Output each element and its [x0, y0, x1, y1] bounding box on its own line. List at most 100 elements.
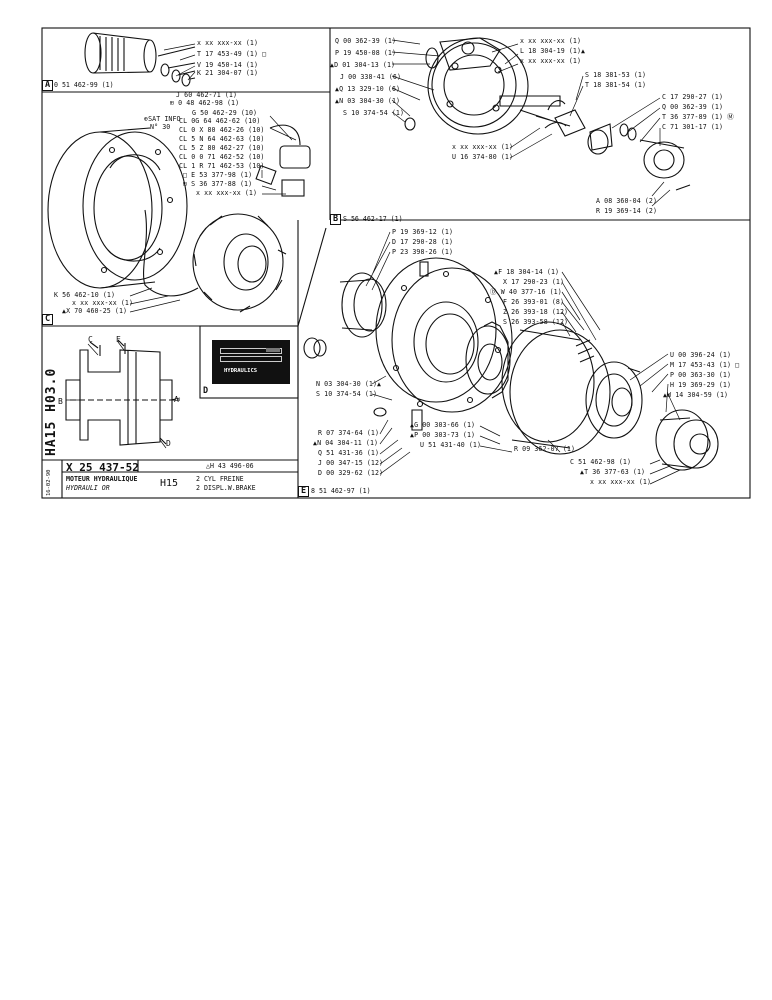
part-label: CL 0 0 71 462-52 (10): [179, 153, 265, 161]
part-label: P 23 398-26 (1): [392, 248, 454, 256]
section-view-drawing: [65, 339, 180, 446]
section-tag-c: C: [42, 314, 54, 325]
part-label: Z 26 393-18 (12): [503, 308, 569, 316]
part-label: U 00 396-24 (1): [670, 351, 732, 359]
nameplate-field: [220, 356, 282, 362]
part-label: J 00 338-41 (6): [340, 73, 402, 81]
part-label: P 19 450-08 (1): [335, 49, 397, 57]
part-label: x xx xxx-xx (1): [520, 37, 582, 45]
part-label: x xx xxx-xx (1): [590, 478, 652, 486]
part-label: R 07 374-64 (1): [318, 429, 380, 437]
section-tag-d: D: [201, 386, 211, 396]
title-line2: HYDRAULI OR: [66, 484, 110, 492]
section-tag-b: B: [330, 214, 342, 225]
title-desc1: 2 CYL FREINE: [196, 475, 244, 483]
nameplate-brand: HYDRAULICS: [224, 368, 258, 374]
part-label: T 18 381-54 (1): [585, 81, 647, 89]
part-label: D 17 290-28 (1): [392, 238, 454, 246]
nameplate-serial-box: [266, 348, 280, 352]
sat-info-label: ⊕SAT INFO: [144, 115, 181, 123]
part-label: x xx xxx-xx (1): [520, 57, 582, 65]
part-label: N 03 304-30 (1)▲: [316, 380, 382, 388]
part-label: ▲G 00 303-66 (1): [410, 421, 476, 429]
part-label: R 09 362-07 (1): [514, 445, 576, 453]
sat-info-number: N° 30: [150, 123, 171, 131]
part-label: CL 5 Z 80 462-27 (10): [179, 144, 265, 152]
title-line1: MOTEUR HYDRAULIQUE: [66, 475, 138, 483]
view-letter-e: E: [116, 335, 121, 344]
part-label: S 10 374-54 (1): [343, 109, 405, 117]
motor-housing-drawing: [47, 124, 311, 313]
part-label: ▲X 70 460-25 (1): [62, 307, 128, 315]
part-label: ▲P 00 303-73 (1): [410, 431, 476, 439]
part-label: ▲T 36 377-63 (1): [580, 468, 646, 476]
part-label: D 00 329-62 (12): [318, 469, 384, 477]
section-tag-e: E: [298, 486, 310, 497]
part-label: U 16 374-80 (1): [452, 153, 514, 161]
view-letter-d: D: [166, 439, 171, 448]
part-label: Q 00 362-39 (1): [662, 103, 724, 111]
part-label: K 56 462-10 (1): [54, 291, 116, 299]
part-label: F 26 393-01 (8): [503, 298, 565, 306]
part-label: Q 51 431-36 (1): [318, 449, 380, 457]
part-label: x xx xxx-xx (1): [452, 143, 514, 151]
part-label: U 51 431-40 (1): [420, 441, 482, 449]
view-letter-b: B: [58, 397, 63, 406]
gear-housing-drawing: [303, 257, 719, 471]
drawing-date: 16-02-90: [46, 469, 52, 497]
title-desc2: 2 DISPL.W.BRAKE: [196, 484, 256, 492]
part-label: x xx xxx-xx (1): [196, 189, 258, 197]
part-label: T 17 453-49 (1) □: [197, 50, 267, 58]
part-label: G 50 462-29 (10): [192, 109, 258, 117]
part-label: P 19 369-12 (1): [392, 228, 454, 236]
part-label: P 00 363-30 (1): [670, 371, 732, 379]
part-label: X 17 290-23 (1): [503, 278, 565, 286]
view-letter-a: A: [174, 395, 179, 404]
part-label: x xx xxx-xx (1): [72, 299, 134, 307]
shaft-drawing: [84, 32, 196, 87]
part-label: □ E 53 377-98 (1): [183, 171, 253, 179]
part-label: ▲Q 13 329-10 (6): [335, 85, 401, 93]
part-label: C 17 290-27 (1): [662, 93, 724, 101]
part-label: C 51 462-98 (1): [570, 458, 632, 466]
part-label: T 36 377-89 (1) Ⓜ: [662, 113, 734, 121]
view-letter-c: C: [88, 335, 93, 344]
drawing-code: HA15 H03.0: [44, 367, 59, 456]
part-label: Q 00 362-39 (1): [335, 37, 397, 45]
part-label: S 18 381-53 (1): [585, 71, 647, 79]
part-label: x xx xxx-xx (1): [197, 39, 259, 47]
part-label: ⊞ S 36 377-88 (1): [183, 180, 253, 188]
part-label: L 18 304-19 (1)▲: [520, 47, 586, 55]
part-label: ▲N 03 304-30 (1): [335, 97, 401, 105]
part-label: ▲W 14 304-59 (1): [663, 391, 729, 399]
title-model: H15: [160, 478, 179, 489]
part-label: CL 1 R 71 462-53 (10): [179, 162, 265, 170]
part-label: ▲D 01 304-13 (1): [330, 61, 396, 69]
part-label: M 17 453-43 (1) □: [670, 361, 740, 369]
part-label: CL 5 N 64 462-63 (10): [179, 135, 265, 143]
part-label: J 00 347-15 (12): [318, 459, 384, 467]
section-tag-a: A: [42, 80, 54, 91]
nameplate: HYDRAULICS: [212, 340, 290, 384]
part-label: H 19 369-29 (1): [670, 381, 732, 389]
nameplate-field: [220, 348, 282, 354]
section-e-ref: 8 51 462-97 (1): [311, 487, 371, 495]
outer-frame: [41, 27, 751, 499]
part-label: J 60 462-71 (1): [176, 91, 238, 99]
part-label: A 08 360-04 (2): [596, 197, 658, 205]
part-label: S 10 374-54 (1): [316, 390, 378, 398]
part-label: CL 0 X 80 462-26 (10): [179, 126, 265, 134]
title-ref: △H 43 496-06: [206, 462, 254, 470]
part-label: ⊞ 0 48 462-98 (1): [170, 99, 240, 107]
part-label: K 21 304-07 (1): [197, 69, 259, 77]
part-label: V 19 450-14 (1): [197, 61, 259, 69]
part-label: ▲F 18 304-14 (1): [494, 268, 560, 276]
brake-assembly-drawing: [404, 37, 691, 191]
part-label: S 26 393-58 (12): [503, 318, 569, 326]
part-label: ⓑ W 40 377-16 (1): [490, 288, 562, 296]
title-code: X 25 437-52: [66, 461, 139, 474]
part-label: CL 0G 64 462-62 (10): [179, 117, 261, 125]
part-label: R 19 369-14 (2): [596, 207, 658, 215]
